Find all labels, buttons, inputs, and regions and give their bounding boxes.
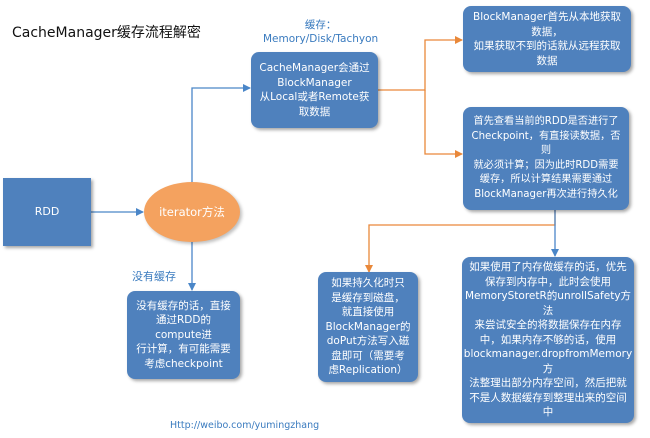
no-cache-label: 没有缓存 xyxy=(132,270,176,283)
node-memory-persist: 如果使用了内存做缓存的话，优先 保存到内存中，此时会使用 MemoryStore… xyxy=(462,257,634,423)
node-cachemanager-fetch: CacheManager会通过 BlockManager 从Local或者Rem… xyxy=(251,52,378,128)
diagram-title: CacheManager缓存流程解密 xyxy=(12,25,201,41)
footer-weibo-link[interactable]: Http://weibo.com/yumingzhang xyxy=(170,420,320,431)
node-rdd: RDD xyxy=(3,178,91,246)
arrow-cachemanager-to-checkpoint xyxy=(424,90,463,158)
node-disk-persist: 如果持久化时只 是缓存到磁盘， 就直接使用 BlockManager的 doPu… xyxy=(318,272,418,382)
node-checkpoint-check: 首先查看当前的RDD是否进行了 Checkpoint，有直接读数据，否则 就必须… xyxy=(463,107,629,210)
arrow-cachemanager-to-local xyxy=(378,36,463,91)
node-compute-no-cache: 没有缓存的话，直接 通过RDD的compute进 行计算，有可能需要 考虑che… xyxy=(127,291,240,379)
node-local-first: BlockManager首先从本地获取 数据， 如果获取不到的话就从远程获取 数… xyxy=(463,6,631,72)
arrow-iterator-to-cachemanager xyxy=(191,84,251,183)
node-iterator-method: iterator方法 xyxy=(144,182,240,242)
cache-storage-label: 缓存： Memory/Disk/Tachyon xyxy=(263,19,379,45)
